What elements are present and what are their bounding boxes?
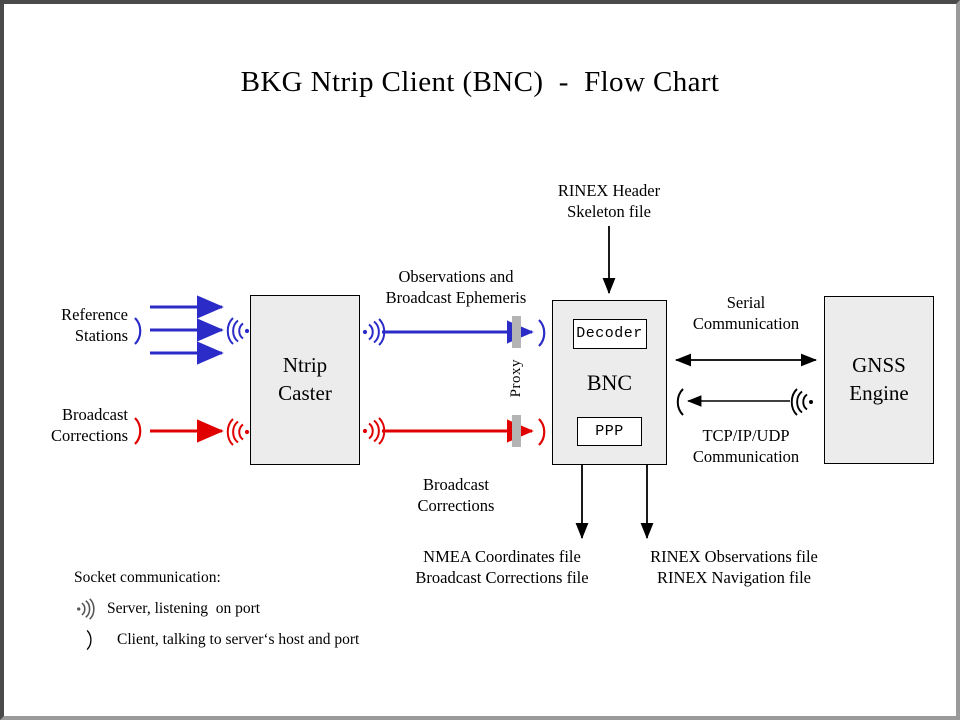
edge-label-rinex-skeleton: RINEX Header Skeleton file [557,181,661,222]
client-paren-icon-bnc-corr [536,417,550,447]
server-antenna-icon-legend [74,598,98,620]
bnc-ppp-module[interactable]: PPP [577,417,642,446]
legend-row-client: Client, talking to server‘s host and por… [74,629,474,651]
bnc-ppp-label: PPP [595,422,624,440]
server-antenna-icon-gnss-tcpip [790,388,814,416]
flow-chart-canvas: BKG Ntrip Client (BNC) - Flow Chart [4,4,956,716]
source-label-reference-stations: Reference Stations [61,305,128,346]
node-ntrip-caster-line2: Caster [278,381,332,405]
legend-row-server: Server, listening on port [74,598,474,620]
server-antenna-icon-caster-out-obs [362,318,386,346]
edge-reference-stations [150,295,224,365]
node-bnc-label: BNC [586,370,633,396]
legend-label-server: Server, listening on port [107,600,261,617]
chart-title: BKG Ntrip Client (BNC) - Flow Chart [240,66,720,98]
server-antenna-icon-caster-corr [226,418,250,446]
node-gnss-engine-line1: GNSS [852,353,906,378]
legend: Socket communication: Server, listening … [74,569,474,651]
client-paren-icon-legend [74,629,108,651]
legend-label-client: Client, talking to server‘s host and por… [117,631,360,648]
proxy-bar-top [512,316,521,348]
source-label-broadcast-corrections: Broadcast Corrections [51,405,128,446]
node-gnss-engine[interactable]: GNSS Engine [824,296,934,464]
output-label-left: NMEA Coordinates file Broadcast Correcti… [415,547,589,588]
legend-title: Socket communication: [74,569,221,586]
edge-label-serial: Serial Communication [692,293,800,334]
proxy-bar-bottom [512,415,521,447]
server-antenna-icon-caster-out-corr [362,417,386,445]
node-bnc[interactable]: Decoder BNC PPP [552,300,667,465]
bnc-decoder-module[interactable]: Decoder [572,319,647,349]
edge-label-tcpip: TCP/IP/UDP Communication [692,426,800,467]
client-paren-icon-broadcast-corrections [132,416,146,446]
node-ntrip-caster-line1: Ntrip [282,353,328,378]
output-label-right: RINEX Observations file RINEX Navigation… [650,547,818,588]
server-antenna-icon-caster-obs [226,317,250,345]
edge-label-observations: Observations and Broadcast Ephemeris [385,267,527,308]
client-paren-icon-reference-stations [132,316,146,346]
client-paren-icon-bnc-tcpip [672,387,686,417]
bnc-decoder-label: Decoder [576,325,643,343]
proxy-label: Proxy [508,359,524,398]
client-paren-icon-bnc-obs [536,318,550,348]
edge-outputs [575,465,654,540]
node-gnss-engine-line2: Engine [849,381,909,405]
edge-label-broadcast-corrections: Broadcast Corrections [417,475,495,516]
node-ntrip-caster[interactable]: Ntrip Caster [250,295,360,465]
